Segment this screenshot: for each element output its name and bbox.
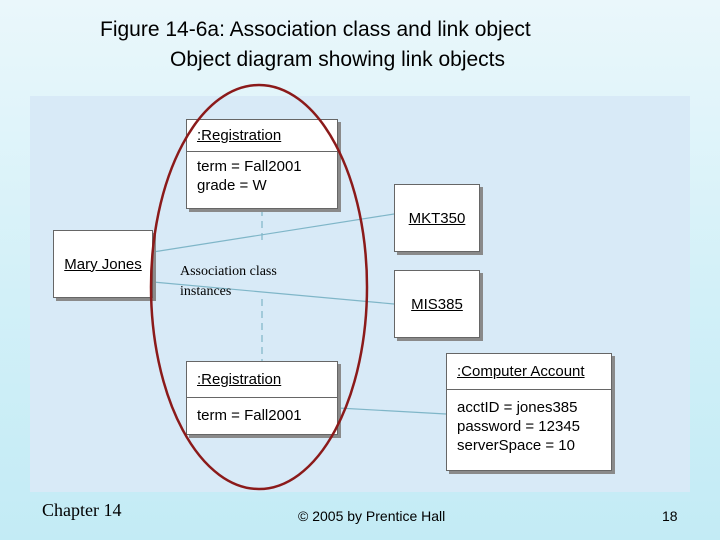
object-diagram: :Registration term = Fall2001 grade = W … [30,96,690,492]
association-label-line2: instances [180,284,232,299]
registration-bottom-name: :Registration [187,362,337,398]
computer-account-object: :Computer Account acctID = jones385 pass… [446,353,612,471]
figure-title: Figure 14-6a: Association class and link… [100,18,531,41]
page-number: 18 [662,508,678,524]
figure-subtitle: Object diagram showing link objects [170,48,505,71]
computer-account-name: :Computer Account [447,354,611,390]
computer-account-attr-password: password = 12345 [457,418,581,435]
registration-bottom-attr-term: term = Fall2001 [197,407,302,424]
computer-account-attr-serverspace: serverSpace = 10 [457,437,575,454]
registration-top-name: :Registration [187,120,337,152]
computer-account-attr-acctid: acctID = jones385 [457,399,578,416]
association-class-label: Association class instances [180,262,310,302]
course-mis-name: MIS385 [411,295,463,313]
link-reg2-account [337,407,447,415]
registration-object-top: :Registration term = Fall2001 grade = W [186,119,338,209]
course-object-mkt: MKT350 [394,184,480,252]
course-mkt-name: MKT350 [408,209,466,227]
student-name: Mary Jones [64,255,142,273]
association-label-line1: Association class [180,264,277,279]
course-object-mis: MIS385 [394,270,480,338]
copyright-text: © 2005 by Prentice Hall [298,508,446,524]
registration-top-attr-term: term = Fall2001 [197,158,302,175]
link-mary-mkt [152,213,395,253]
student-object-mary: Mary Jones [53,230,153,298]
chapter-label: Chapter 14 [42,500,122,520]
registration-top-attr-grade: grade = W [197,177,267,194]
registration-object-bottom: :Registration term = Fall2001 [186,361,338,435]
